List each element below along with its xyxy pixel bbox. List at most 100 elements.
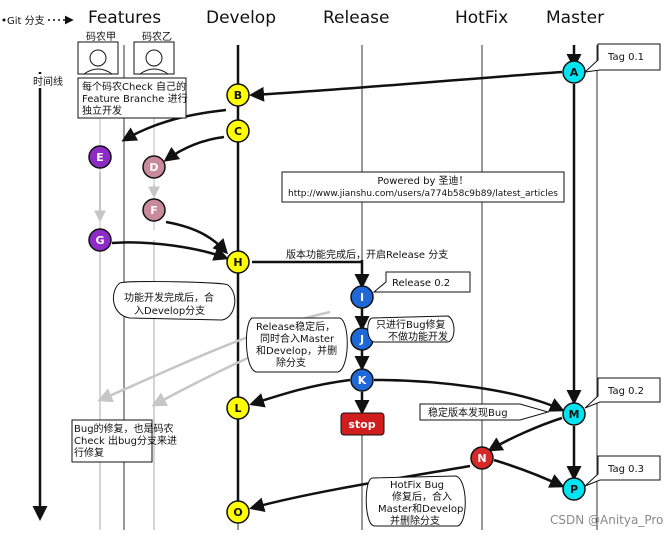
- tag-0-1-callout: Tag 0.1: [583, 43, 661, 73]
- commit-node-circle: [226, 119, 250, 143]
- bugfix-note-line1: Bug的修复，也是码农: [74, 422, 174, 435]
- header-release: Release: [323, 8, 389, 28]
- commit-node-e: E: [88, 145, 112, 169]
- commit-node-circle: [562, 477, 586, 501]
- commit-node-label: H: [233, 256, 242, 269]
- feature-g-merge-arrow: [111, 241, 229, 261]
- merge-note-line1: 功能开发完成后，合: [124, 291, 214, 304]
- developer-b-avatar: [133, 41, 175, 75]
- commit-node-label: P: [570, 483, 578, 496]
- develop-to-feature-arrow: [121, 108, 227, 142]
- merge-note-line2: 入Develop分支: [134, 305, 205, 317]
- bugfix-note-line3: 行修复: [74, 446, 104, 459]
- developer-b-label: 码农乙: [142, 30, 172, 43]
- commit-node-label: M: [569, 408, 580, 421]
- stable-bug-callout: 稳定版本发现Bug: [419, 403, 550, 421]
- release-stable-line1: Release稳定后，: [256, 320, 335, 333]
- develop-to-feature-b-arrow: [163, 135, 225, 162]
- tag-0-2-text: Tag 0.2: [607, 386, 644, 397]
- commit-node-o: O: [226, 500, 250, 524]
- commit-node-circle: [562, 402, 586, 426]
- feature-note-line2: Feature Branche 进行: [82, 92, 188, 105]
- commit-node-circle: [226, 250, 250, 274]
- hotfix-to-master-arrow: [493, 458, 565, 488]
- hotfix-merge-line4: 并删除分支: [390, 514, 440, 527]
- release-stable-line3: 和Develop，并删: [256, 344, 337, 357]
- commit-node-circle: [350, 368, 374, 392]
- commit-node-f: F: [142, 198, 166, 222]
- stable-bug-text: 稳定版本发现Bug: [428, 406, 508, 419]
- header-develop: Develop: [206, 8, 276, 28]
- feature-note-line3: 独立开发: [82, 104, 122, 117]
- feature-note-line1: 每个码农Check 自己的: [82, 80, 186, 93]
- release-to-master-arrow: [373, 378, 565, 412]
- commit-node-label: F: [150, 204, 158, 217]
- bug-only-line2: 不做功能开发: [388, 330, 448, 343]
- release-start-note: 版本功能完成后，开启Release 分支: [286, 248, 448, 261]
- commit-node-n: N: [470, 446, 494, 470]
- commit-node-label: G: [95, 234, 104, 247]
- commit-node-a: A: [562, 60, 586, 84]
- tag-0-1-text: Tag 0.1: [607, 52, 644, 63]
- release-stable-callout: Release稳定后， 同时合入Master 和Develop，并删 除分支: [245, 317, 348, 373]
- master-to-hotfix-arrow: [487, 416, 563, 452]
- commit-node-circle: [88, 228, 112, 252]
- bug-only-callout: 只进行Bug修复 不做功能开发: [367, 315, 455, 343]
- commit-node-g: G: [88, 228, 112, 252]
- release-0-2-text: Release 0.2: [392, 278, 450, 289]
- commit-node-circle: [88, 145, 112, 169]
- powered-by-box: Powered by 圣迪！ http://www.jianshu.com/us…: [281, 171, 565, 203]
- commit-node-circle: [226, 83, 250, 107]
- commit-node-label: A: [570, 66, 579, 79]
- powered-by-line2: http://www.jianshu.com/users/a774b58c9b8…: [288, 189, 558, 199]
- tag-0-3-callout: Tag 0.3: [584, 455, 661, 487]
- bugfix-note-line2: Check 出bug分支来进: [74, 434, 177, 447]
- commit-node-label: B: [234, 89, 242, 102]
- commit-node-label: I: [360, 291, 364, 304]
- commit-node-circle: [142, 155, 166, 179]
- bug-only-line1: 只进行Bug修复: [376, 318, 446, 331]
- commit-node-label: N: [477, 452, 486, 465]
- commit-node-c: C: [226, 119, 250, 143]
- commit-node-label: E: [96, 151, 104, 164]
- commit-node-label: K: [358, 374, 367, 387]
- header-features: Features: [88, 8, 161, 28]
- commit-node-label: C: [234, 125, 242, 138]
- commit-node-circle: [226, 396, 250, 420]
- stop-marker: stop: [340, 412, 385, 436]
- commit-node-i: I: [350, 285, 374, 309]
- release-stable-line2: 同时合入Master: [260, 332, 335, 345]
- hotfix-merge-line1: HotFix Bug: [390, 480, 444, 491]
- commit-node-k: K: [350, 368, 374, 392]
- commit-node-circle: [226, 500, 250, 524]
- commit-node-d: D: [142, 155, 166, 179]
- tag-0-3-text: Tag 0.3: [607, 464, 644, 475]
- commit-node-label: L: [234, 402, 241, 415]
- release-stable-line4: 除分支: [276, 356, 306, 369]
- timeline-bg: [28, 74, 66, 88]
- commit-node-label: O: [233, 506, 242, 519]
- hotfix-merge-line3: Master和Develop: [378, 503, 463, 515]
- watermark: CSDN @Anitya_Pro: [550, 513, 663, 527]
- merge-note-callout: 功能开发完成后，合 入Develop分支: [112, 281, 236, 321]
- git-branch-label: Git 分支: [2, 15, 45, 27]
- release-to-develop-arrow: [249, 378, 351, 408]
- hotfix-to-develop-arrow: [249, 464, 471, 513]
- developer-a-label: 码农甲: [86, 30, 116, 43]
- stop-text: stop: [348, 418, 375, 431]
- developer-a-avatar: [77, 41, 119, 75]
- release-0-2-callout: Release 0.2: [372, 271, 471, 293]
- header-hotfix: HotFix: [455, 8, 508, 28]
- hotfix-merge-line2: 修复后，合入: [392, 490, 452, 503]
- commit-node-circle: [142, 198, 166, 222]
- git-branch-text: Git 分支: [7, 15, 45, 27]
- tag-0-2-callout: Tag 0.2: [584, 377, 661, 409]
- powered-by-line1: Powered by 圣迪！: [377, 175, 468, 187]
- feature-note-box: 每个码农Check 自己的 Feature Branche 进行 独立开发: [77, 77, 188, 119]
- hotfix-merge-callout: HotFix Bug 修复后，合入 Master和Develop 并删除分支: [365, 475, 466, 527]
- commit-node-b: B: [226, 83, 250, 107]
- timeline-label: 时间线: [33, 75, 63, 88]
- commit-node-h: H: [226, 250, 250, 274]
- commit-node-l: L: [226, 396, 250, 420]
- master-to-develop-arrow: [249, 70, 563, 102]
